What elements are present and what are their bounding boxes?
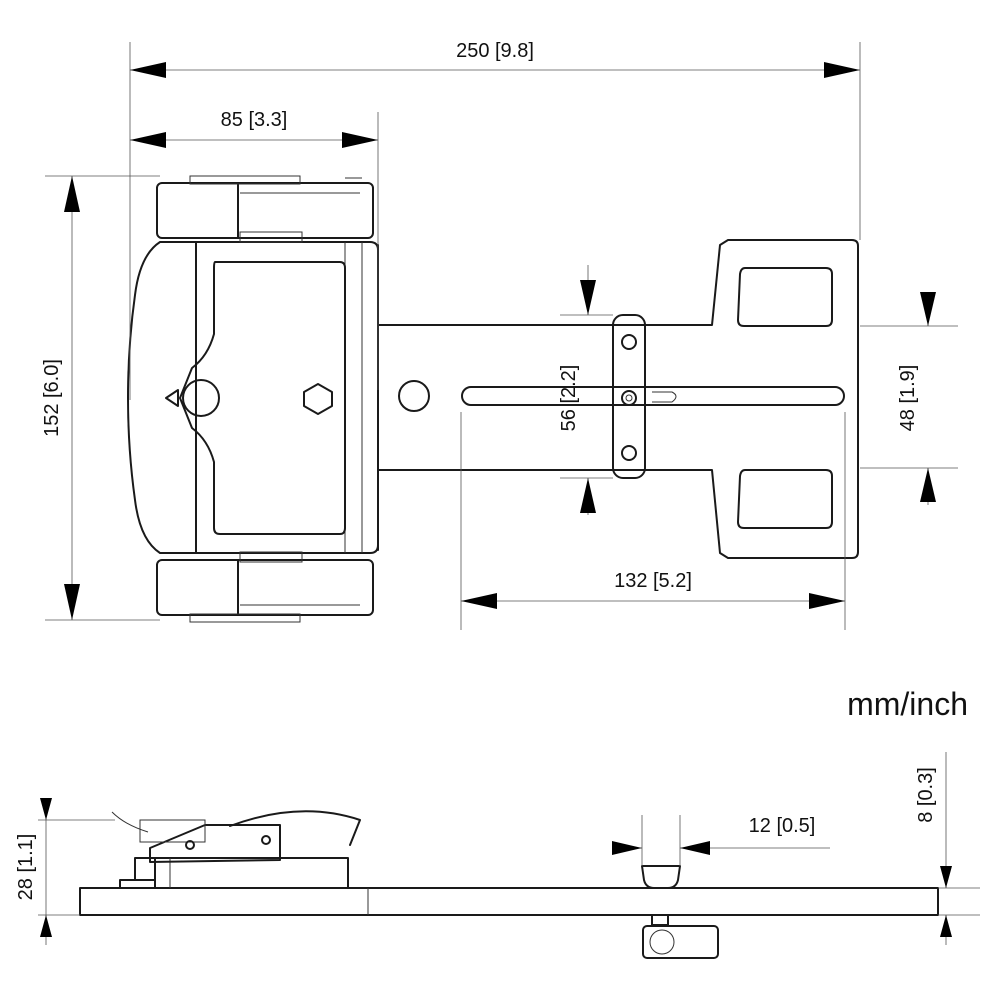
side-pin-shaft [651,914,669,926]
clamp-block-bottom [156,551,374,623]
arrow-slot-right [809,593,845,609]
arrow-overall-right [824,62,860,78]
dim-thickness: 8 [0.3] [915,767,937,823]
clamp-housing [127,241,379,554]
hex-bolt-icon [303,383,333,415]
side-clamp-housing [154,857,349,889]
arrow-pin-right [680,841,710,855]
clamp-block-top-body [156,182,374,239]
knob-pointer [165,389,179,407]
arrow-side-bottom [40,915,52,937]
side-knob-bottom-hub [649,929,675,955]
side-lever-pin [185,840,195,850]
dim-plate-width-48: 48 [1.9] [897,365,919,432]
arrow-clamp-right [342,132,378,148]
arrow-height-top [64,176,80,212]
window-top [737,267,833,327]
clamp-block-bottom-tab [239,551,303,563]
top-view-dimensions: 250 [9.8] 85 [3.3] 152 [6.0] 56 [2.2] 48… [41,40,958,630]
side-base-plate [79,887,939,916]
arrow-thick-top [940,866,952,888]
arrow-clamp-left [130,132,166,148]
clamp-inner-plate [179,261,346,535]
dim-overall-length: 250 [9.8] [456,40,534,62]
sliding-bar [612,314,646,479]
clamp-block-top-strap [189,175,301,185]
plate-outline [377,239,859,559]
clamp-block-top [156,175,374,243]
side-lever-wire [111,811,149,833]
bar-hole-middle-inner [625,394,633,402]
dim-pin-diameter: 12 [0.5] [749,815,816,837]
top-view [127,175,859,623]
side-clamp-foot [119,879,156,889]
arrow-height-bottom [64,584,80,620]
dim-side-height: 28 [1.1] [15,834,37,901]
slot-pin [652,391,677,403]
arrow-48-bottom [920,468,936,502]
arrow-side-top [40,798,52,820]
side-knob-bottom [642,925,719,959]
dim-clamp-width: 85 [3.3] [221,109,288,131]
side-lever-top [139,819,206,843]
side-view [79,810,939,959]
clamp-block-bottom-body [156,559,374,616]
side-clamp-post [134,857,156,881]
arrow-overall-left [130,62,166,78]
side-lever [149,824,281,863]
arrow-56-top [580,280,596,315]
plate-hole [398,380,430,412]
clamp-block-bottom-strap [189,613,301,623]
side-pin-top [641,865,681,889]
bar-hole-middle [621,390,637,406]
locking-knob [182,379,220,417]
bar-hole-top [621,334,637,350]
arrow-slot-left [461,593,497,609]
arrow-thick-bottom [940,915,952,937]
arrow-56-bottom [580,478,596,513]
adjustment-slot [461,386,845,406]
bar-hole-bottom [621,445,637,461]
arrow-48-top [920,292,936,326]
dim-plate-width-56: 56 [2.2] [558,365,580,432]
dim-slot-length: 132 [5.2] [614,570,692,592]
arrow-pin-left [612,841,642,855]
clamp-block-top-tab [239,231,303,243]
side-view-dimensions: 12 [0.5] 8 [0.3] 28 [1.1] [15,752,980,945]
side-lever-pivot [261,835,271,845]
side-lever-handle [229,810,361,846]
units-label: mm/inch [847,686,968,722]
dim-height: 152 [6.0] [41,359,63,437]
window-bottom [737,469,833,529]
